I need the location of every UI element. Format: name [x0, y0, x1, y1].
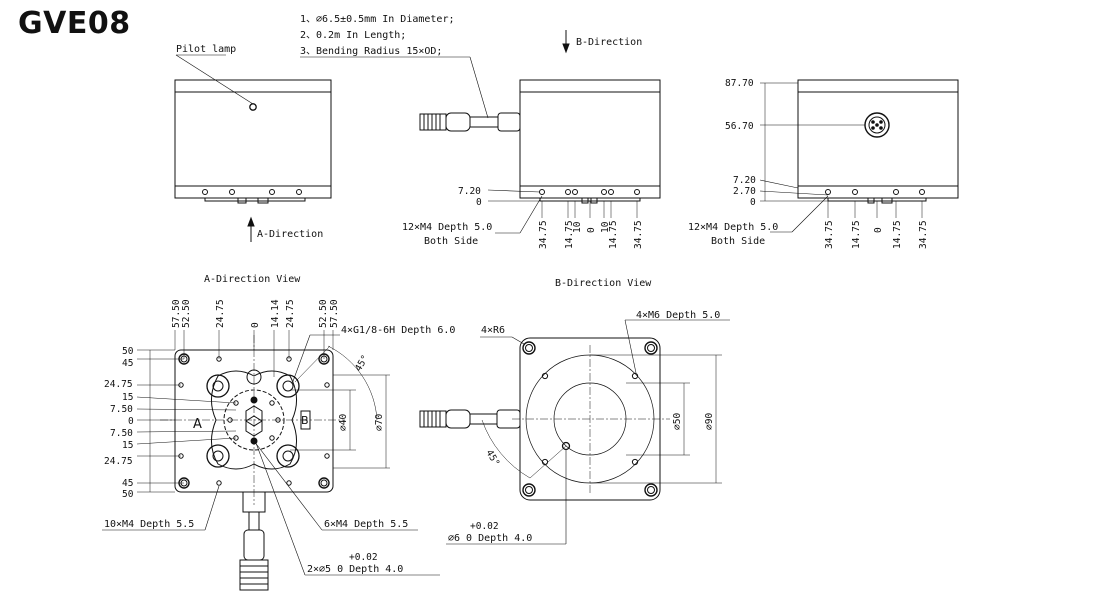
m4-6-label: 6×M4 Depth 5.5 [324, 519, 408, 530]
right-bottom-dims: 34.75 14.75 0 14.75 34.75 [824, 220, 929, 249]
note-3: 3、Bending Radius 15×OD; [300, 46, 442, 57]
note-2: 2、0.2m In Length; [300, 30, 406, 41]
a-left-dims: 50 45 24.75 15 7.50 0 7.50 15 24.75 45 5… [104, 346, 134, 500]
dim-at-3: 0 [250, 322, 261, 328]
dim-bx-6: 34.75 [633, 220, 644, 249]
dim-b-dia50: ∅50 [672, 413, 683, 430]
b-view-title: B-Direction View [555, 278, 652, 289]
dim-bx-3: 0 [586, 227, 597, 233]
dim-r-0: 0 [750, 197, 756, 208]
dim-al-8: 24.75 [104, 456, 133, 467]
dim-a-dia40: ∅40 [338, 414, 349, 431]
dim-at-5: 24.75 [285, 299, 296, 328]
dim-al-9: 45 [122, 478, 133, 489]
b-direction-view [419, 319, 730, 545]
dim-bx-0: 34.75 [538, 220, 549, 249]
dim-at-2: 24.75 [215, 299, 226, 328]
dim-bx-2: 10 [572, 221, 583, 233]
r6-label: 4×R6 [481, 325, 505, 336]
pin-6-label: ∅6 0 Depth 4.0 [448, 533, 532, 544]
dim-mid-7-20: 7.20 [458, 186, 481, 197]
mark-a: A [193, 417, 202, 432]
note-1: 1、∅6.5±0.5mm In Diameter; [300, 14, 455, 25]
mid-bottom-dims: 34.75 14.75 10 0 10 14.75 34.75 [538, 220, 644, 249]
dim-at-0: 57.50 [171, 299, 182, 328]
front-view [174, 54, 332, 242]
a-top-dims: 57.50 52.50 24.75 0 14.14 24.75 52.50 57… [171, 299, 340, 328]
pin-2x5-label: 2×∅5 0 Depth 4.0 [307, 564, 403, 575]
dim-r-56-70: 56.70 [725, 121, 754, 132]
dim-rx-2: 0 [873, 227, 884, 233]
dim-al-1: 45 [122, 358, 133, 369]
dim-rx-0: 34.75 [824, 220, 835, 249]
side-view-connector [300, 30, 661, 234]
dim-al-0: 50 [122, 346, 134, 357]
dim-rx-1: 14.75 [851, 220, 862, 249]
rear-view [759, 79, 959, 233]
a-view-title: A-Direction View [204, 274, 301, 285]
dim-r-2-70: 2.70 [733, 186, 756, 197]
tap-m4-12-label-2: 12×M4 Depth 5.0 [688, 222, 778, 233]
g18-label: 4×G1/8-6H Depth 6.0 [341, 325, 455, 336]
pilot-lamp-icon [249, 103, 257, 111]
dim-al-6: 7.50 [110, 428, 133, 439]
m4-10-label: 10×M4 Depth 5.5 [104, 519, 194, 530]
dim-bx-1: 14.75 [564, 220, 575, 249]
dim-al-10: 50 [122, 489, 134, 500]
page-title: GVE08 [18, 6, 131, 41]
dim-bx-4: 10 [600, 221, 611, 233]
dim-al-2: 24.75 [104, 379, 133, 390]
both-side-label-2: Both Side [711, 236, 765, 247]
dim-at-7: 57.50 [329, 299, 340, 328]
mark-b: B [301, 414, 309, 427]
dim-al-3: 15 [122, 392, 133, 403]
dim-rx-4: 34.75 [918, 220, 929, 249]
dim-at-6: 52.50 [318, 299, 329, 328]
b-direction-label: B-Direction [576, 37, 642, 48]
angle-label-a: 45° [353, 353, 371, 373]
pin-2x5-tol: +0.02 [349, 552, 378, 563]
a-direction-label: A-Direction [257, 229, 323, 240]
dim-rx-3: 14.75 [892, 220, 903, 249]
dim-at-1: 52.50 [181, 299, 192, 328]
dim-al-4: 7.50 [110, 404, 133, 415]
dim-b-dia90: ∅90 [704, 413, 715, 430]
dim-r-87-70: 87.70 [725, 78, 754, 89]
pin-6-tol: +0.02 [470, 521, 499, 532]
dim-al-5: 0 [128, 416, 134, 427]
dim-at-4: 14.14 [270, 299, 281, 328]
both-side-label: Both Side [424, 236, 478, 247]
m6-4-label: 4×M6 Depth 5.0 [636, 310, 720, 321]
a-direction-view [102, 330, 440, 591]
dim-al-7: 15 [122, 440, 133, 451]
dim-mid-0: 0 [476, 197, 482, 208]
dim-bx-5: 14.75 [608, 220, 619, 249]
tap-m4-12-label: 12×M4 Depth 5.0 [402, 222, 492, 233]
pilot-lamp-label: Pilot lamp [176, 44, 236, 55]
dim-a-dia70: ∅70 [374, 414, 385, 431]
dim-r-7-20: 7.20 [733, 175, 756, 186]
